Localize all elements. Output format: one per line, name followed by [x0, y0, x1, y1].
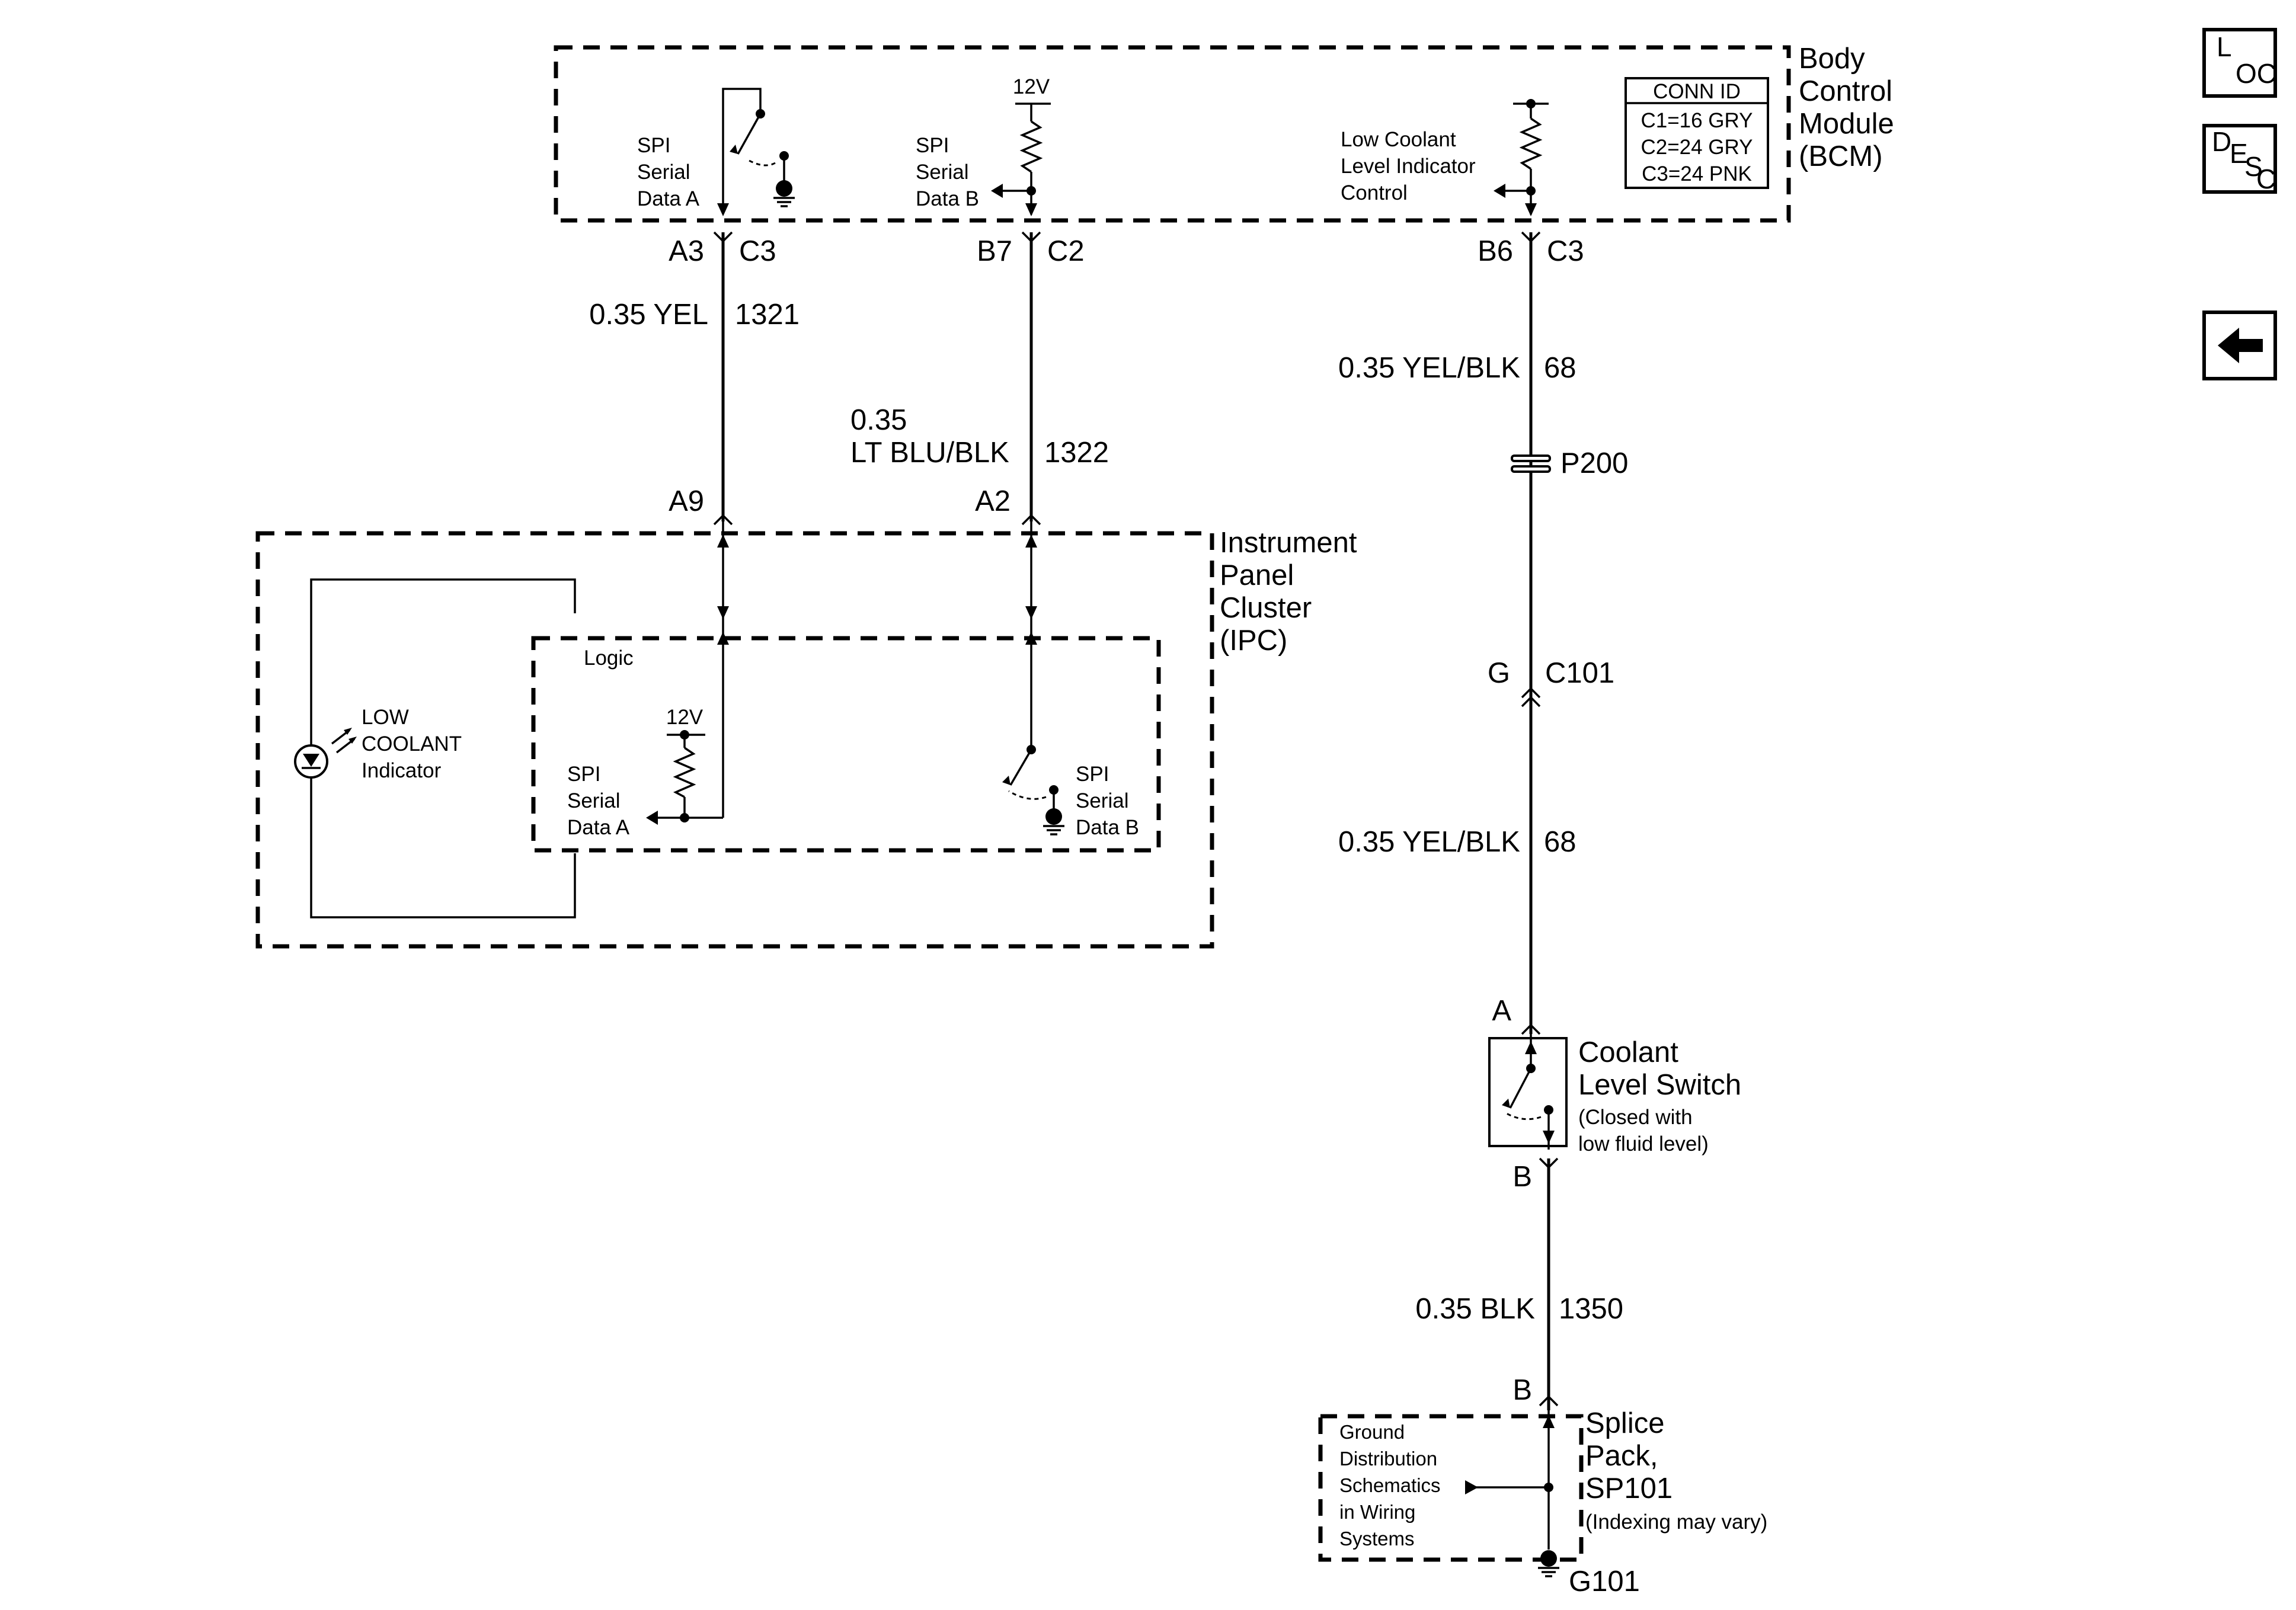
- ipc-12v-label: 12V: [666, 706, 703, 729]
- location-button-letters-oc: OC: [2236, 58, 2276, 89]
- wire-1322-gauge-line1: 0.35: [850, 404, 907, 436]
- pin-a9: A9: [669, 485, 704, 517]
- splice-pack-title: Splice Pack, SP101: [1585, 1407, 1673, 1505]
- bcm-low-coolant-control: [1494, 99, 1549, 216]
- low-coolant-indicator-label: LOW COOLANT Indicator: [362, 706, 467, 782]
- circuit-1350: B 0.35 BLK 1350 B: [1415, 1157, 1623, 1410]
- bcm-low-coolant-label: Low Coolant Level Indicator Control: [1341, 128, 1481, 204]
- coolant-switch-title: Coolant Level Switch: [1578, 1036, 1741, 1101]
- p200-label: P200: [1560, 447, 1628, 479]
- pin-switch-b: B: [1512, 1161, 1532, 1193]
- pin-a3-connector: C3: [739, 235, 776, 267]
- back-button[interactable]: [2202, 311, 2277, 380]
- conn-id-c2: C2=24 GRY: [1641, 136, 1753, 159]
- bcm-connectors: A3 C3 B7 C2 B6 C3: [669, 231, 1584, 267]
- wire-1322-circuit: 1322: [1044, 437, 1109, 469]
- bcm-spi-data-a-switch: [717, 88, 796, 216]
- ground-g101-label: G101: [1569, 1566, 1640, 1598]
- bcm-spi-data-b-voltage: 12V: [1013, 75, 1050, 98]
- ipc-spi-data-b-label: SPI Serial Data B: [1076, 763, 1139, 839]
- wire-1350-gauge: 0.35 BLK: [1415, 1293, 1535, 1325]
- ipc-logic-label: Logic: [584, 646, 634, 670]
- wire-1322-gauge-line2: LT BLU/BLK: [850, 437, 1009, 469]
- coolant-switch-box: [1488, 1037, 1568, 1147]
- pin-splice-b: B: [1512, 1374, 1532, 1406]
- splice-pack-note: (Indexing may vary): [1585, 1510, 1767, 1534]
- instrument-panel-cluster: Instrument Panel Cluster (IPC) A9 A2: [255, 485, 1365, 949]
- ground-distribution-reference: Ground Distribution Schematics in Wiring…: [1339, 1421, 1446, 1550]
- wire-1321-circuit: 1321: [735, 299, 800, 331]
- p200-inline-connector: [1511, 454, 1551, 473]
- pin-b6-connector: C3: [1547, 235, 1584, 267]
- pin-a2: A2: [975, 485, 1011, 517]
- circuit-68: 0.35 YEL/BLK 68 P200 G C101 0.35 YEL/BLK…: [1338, 232, 1628, 1035]
- pin-b7: B7: [977, 235, 1012, 267]
- description-button-letter-s: S: [2244, 151, 2263, 182]
- wire-68-upper-circuit: 68: [1544, 352, 1576, 384]
- ipc-spi-data-a-pullup: [646, 730, 723, 825]
- description-button-letter-e: E: [2230, 138, 2248, 169]
- wire-1321-gauge: 0.35 YEL: [589, 299, 708, 331]
- wire-1350-circuit: 1350: [1559, 1293, 1623, 1325]
- ipc-boundary: [255, 531, 1214, 949]
- pin-g-connector: C101: [1545, 657, 1614, 689]
- ipc-spi-data-b-switch: [1002, 745, 1066, 836]
- description-button-letter-c: C: [2256, 164, 2276, 194]
- description-button[interactable]: D E S C: [2202, 124, 2277, 194]
- coolant-level-switch: [1488, 1034, 1568, 1150]
- coolant-switch-note: (Closed with low fluid level): [1578, 1106, 1709, 1156]
- wire-68-lower-circuit: 68: [1544, 826, 1576, 858]
- conn-id-c3: C3=24 PNK: [1642, 162, 1752, 185]
- circuit-1322: 0.35 LT BLU/BLK 1322: [850, 232, 1109, 521]
- location-button-letter-l: L: [2217, 31, 2232, 62]
- pin-g: G: [1488, 657, 1510, 689]
- conn-id-table: CONN ID C1=16 GRY C2=24 GRY C3=24 PNK: [1625, 77, 1769, 189]
- back-arrow-icon: [2218, 328, 2263, 363]
- splice-pack-boundary: [1318, 1414, 1584, 1562]
- body-control-module: Body Control Module (BCM) CONN ID C1=16 …: [554, 43, 1902, 223]
- low-coolant-indicator-icon: [294, 728, 357, 779]
- pin-b7-connector: C2: [1047, 235, 1085, 267]
- bcm-spi-data-b-pullup: [991, 103, 1051, 216]
- conn-id-c1: C1=16 GRY: [1641, 109, 1753, 132]
- pin-b6: B6: [1478, 235, 1513, 267]
- wire-68-upper-gauge: 0.35 YEL/BLK: [1338, 352, 1520, 384]
- wire-68-lower-gauge: 0.35 YEL/BLK: [1338, 826, 1520, 858]
- pin-switch-a: A: [1492, 995, 1511, 1027]
- conn-id-header: CONN ID: [1653, 80, 1741, 103]
- bcm-spi-data-b-label: SPI Serial Data B: [916, 134, 979, 210]
- ipc-logic-boundary: [531, 636, 1161, 853]
- splice-pack-sp101: [1318, 1410, 1584, 1577]
- circuit-1321: 0.35 YEL 1321: [589, 232, 800, 521]
- bcm-title: Body Control Module (BCM): [1799, 43, 1902, 172]
- ipc-title: Instrument Panel Cluster (IPC): [1220, 527, 1365, 657]
- bcm-spi-data-a-label: SPI Serial Data A: [637, 134, 700, 210]
- ipc-spi-data-a-label: SPI Serial Data A: [567, 763, 630, 839]
- description-button-letter-d: D: [2212, 126, 2231, 157]
- location-button[interactable]: L OC: [2202, 28, 2277, 98]
- pin-a3: A3: [669, 235, 704, 267]
- bcm-boundary: [554, 45, 1791, 223]
